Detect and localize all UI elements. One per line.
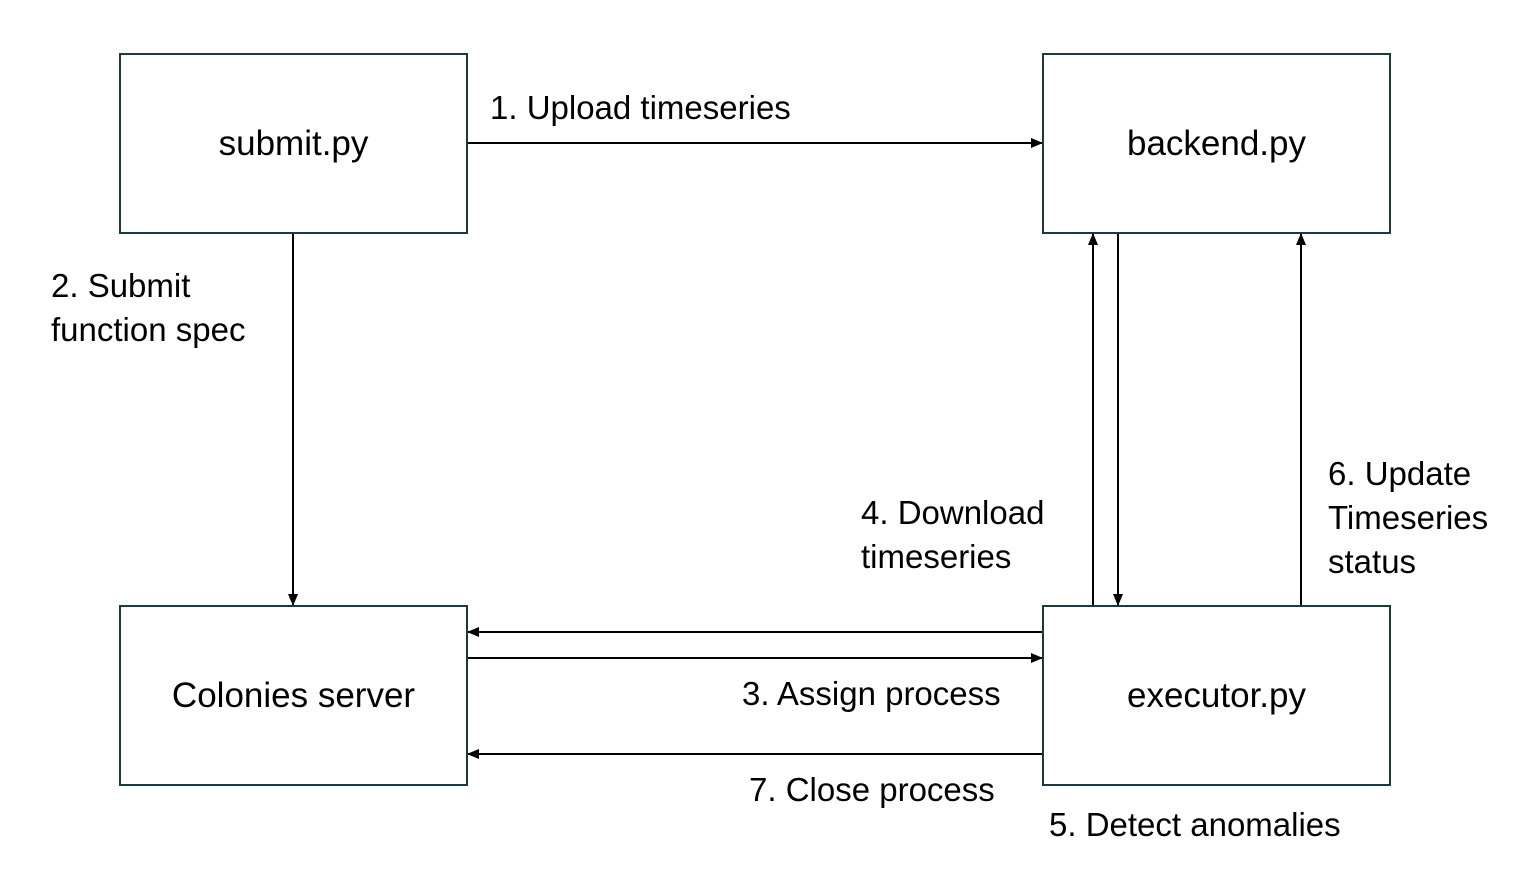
node-executor-py: executor.py [1042,605,1391,786]
node-submit-py-label: submit.py [218,123,369,163]
edge-label-assign-process: 3. Assign process [742,675,1001,712]
node-colonies-server-label: Colonies server [171,675,416,715]
edge-label-detect-anomalies: 5. Detect anomalies [1049,806,1341,843]
edge-label-update-timeseries-status: 6. Update Timeseries status [1328,455,1489,580]
node-colonies-server: Colonies server [119,605,468,786]
edge-label-submit-function-spec: 2. Submit function spec [51,267,246,348]
edge-label-close-process: 7. Close process [749,771,995,808]
node-backend-py: backend.py [1042,53,1391,234]
node-backend-py-label: backend.py [1126,123,1307,163]
node-executor-py-label: executor.py [1127,675,1306,715]
node-submit-py: submit.py [119,53,468,234]
edge-label-download-timeseries: 4. Download timeseries [861,494,1045,575]
edge-label-upload-timeseries: 1. Upload timeseries [490,89,791,126]
